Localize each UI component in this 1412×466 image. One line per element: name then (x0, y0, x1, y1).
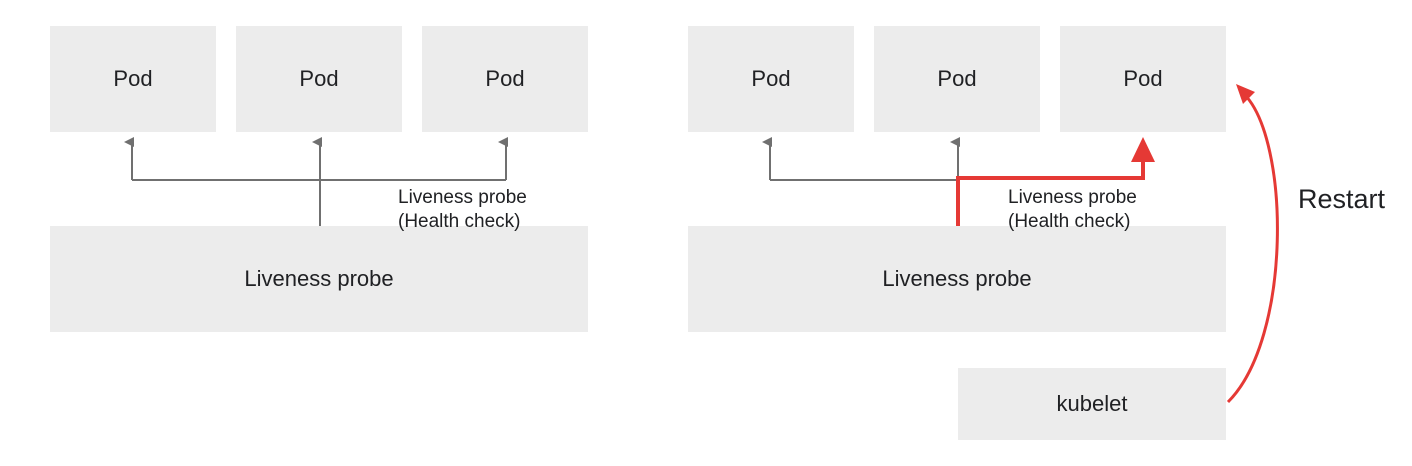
right-probe-label-line1: Liveness probe (1008, 187, 1137, 208)
kubelet-box: kubelet (958, 368, 1226, 440)
right-liveness-probe-box-label: Liveness probe (882, 266, 1032, 291)
left-probe-label-line1: Liveness probe (398, 187, 527, 208)
right-pod-1: Pod (688, 26, 854, 132)
left-probe-label: Liveness probe (Health check) (398, 186, 527, 234)
restart-label: Restart (1298, 184, 1386, 214)
right-pod-2: Pod (874, 26, 1040, 132)
right-probe-label: Liveness probe (Health check) (1008, 186, 1137, 234)
left-probe-label-line2: (Health check) (398, 211, 521, 232)
left-probe-connectors (124, 137, 508, 226)
left-pod-2: Pod (236, 26, 402, 132)
kubelet-label: kubelet (1056, 391, 1128, 416)
right-liveness-probe-box: Liveness probe (688, 226, 1226, 332)
left-pod-3-label: Pod (485, 66, 525, 91)
right-pod-1-label: Pod (751, 66, 791, 91)
right-probe-label-line2: (Health check) (1008, 211, 1131, 232)
left-pod-1-label: Pod (113, 66, 153, 91)
left-pod-3: Pod (422, 26, 588, 132)
left-pod-1: Pod (50, 26, 216, 132)
right-pod-3: Pod (1060, 26, 1226, 132)
left-pod-2-label: Pod (299, 66, 339, 91)
failed-probe-path (956, 137, 1155, 226)
left-liveness-probe-box: Liveness probe (50, 226, 588, 332)
restart-arrow (1226, 84, 1279, 404)
left-liveness-probe-box-label: Liveness probe (244, 266, 394, 291)
right-pod-3-label: Pod (1123, 66, 1163, 91)
right-pod-2-label: Pod (937, 66, 977, 91)
right-probe-connectors (762, 137, 960, 181)
